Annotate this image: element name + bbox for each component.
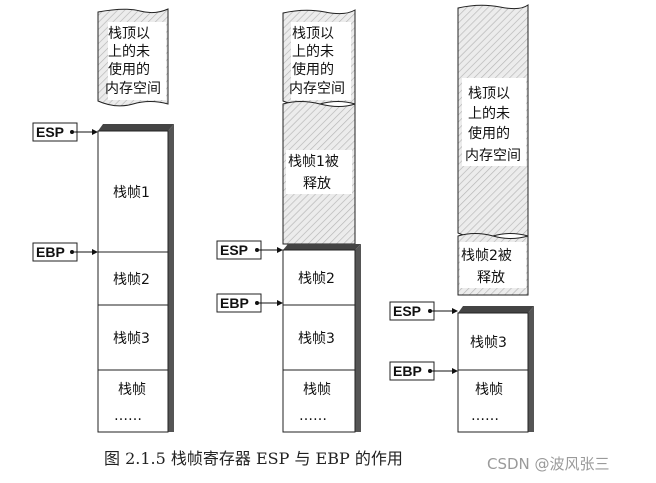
- unused-label-line: 使用的: [108, 61, 150, 78]
- esp-pointer: ESP: [389, 301, 458, 321]
- diagram-1: 栈顶以 上的未 使用的 内存空间 栈帧1 栈帧2 栈帧3 栈帧 …… ESP: [32, 8, 174, 433]
- esp-label: ESP: [36, 124, 64, 140]
- frame-ellipsis: ……: [114, 408, 142, 424]
- frame-label: 栈帧1: [113, 185, 150, 201]
- unused-label-line: 栈顶以: [292, 26, 334, 42]
- frame-label: 栈帧: [475, 382, 503, 398]
- unused-label-line: 使用的: [292, 61, 334, 78]
- frame-label: 栈帧2: [113, 272, 150, 288]
- ebp-label: EBP: [393, 363, 422, 379]
- esp-pointer: ESP: [216, 240, 283, 260]
- released-label-line: 栈帧2被: [461, 248, 512, 264]
- unused-label-line: 上的未: [468, 106, 510, 122]
- ebp-pointer: EBP: [32, 242, 98, 262]
- frame-label: 栈帧: [303, 382, 331, 398]
- ebp-pointer: EBP: [216, 293, 283, 313]
- unused-memory-block: 栈顶以 上的未 使用的 内存空间: [97, 8, 169, 107]
- unused-label-line: 上的未: [292, 44, 334, 60]
- esp-label: ESP: [393, 303, 421, 319]
- frame-label: 栈帧3: [113, 331, 150, 347]
- unused-memory-block: 栈顶以 上的未 使用的 内存空间: [282, 9, 356, 107]
- unused-label-line: 内存空间: [105, 81, 161, 97]
- ebp-pointer: EBP: [389, 361, 458, 381]
- frame-label: 栈帧: [118, 382, 146, 398]
- unused-label-line: 使用的: [468, 125, 510, 142]
- unused-label-line: 栈顶以: [108, 26, 150, 42]
- stack-frames: 栈帧3 栈帧 ……: [457, 306, 534, 433]
- frame-label: 栈帧3: [470, 335, 507, 351]
- csdn-watermark: CSDN @波风张三: [487, 455, 610, 473]
- esp-label: ESP: [220, 242, 248, 258]
- diagram-3: 栈顶以 上的未 使用的 内存空间 栈帧2被 释放 栈帧3 栈帧 …… ESP: [389, 4, 534, 433]
- frame-label: 栈帧2: [298, 271, 335, 287]
- frame-ellipsis: ……: [299, 408, 327, 424]
- figure-caption: 图 2.1.5 栈帧寄存器 ESP 与 EBP 的作用: [104, 449, 403, 468]
- unused-memory-block: 栈顶以 上的未 使用的 内存空间: [457, 4, 529, 239]
- stack-frames: 栈帧1 栈帧2 栈帧3 栈帧 ……: [97, 124, 174, 433]
- stack-frames: 栈帧2 栈帧3 栈帧 ……: [282, 244, 361, 433]
- unused-label-line: 上的未: [108, 44, 150, 60]
- frame-ellipsis: ……: [471, 408, 499, 424]
- unused-label-line: 栈顶以: [468, 86, 510, 102]
- ebp-label: EBP: [36, 244, 65, 260]
- unused-label-line: 内存空间: [465, 148, 521, 164]
- released-label-line: 栈帧1被: [288, 154, 339, 170]
- released-frame-block: 栈帧2被 释放: [457, 233, 529, 296]
- released-label-line: 释放: [303, 176, 331, 192]
- released-frame-block: 栈帧1被 释放: [282, 101, 356, 245]
- esp-pointer: ESP: [32, 122, 98, 142]
- diagram-2: 栈顶以 上的未 使用的 内存空间 栈帧1被 释放 栈帧2 栈帧3 栈帧 …… E…: [216, 9, 361, 433]
- ebp-label: EBP: [220, 295, 249, 311]
- unused-label-line: 内存空间: [289, 81, 345, 97]
- released-label-line: 释放: [477, 270, 505, 286]
- frame-label: 栈帧3: [298, 331, 335, 347]
